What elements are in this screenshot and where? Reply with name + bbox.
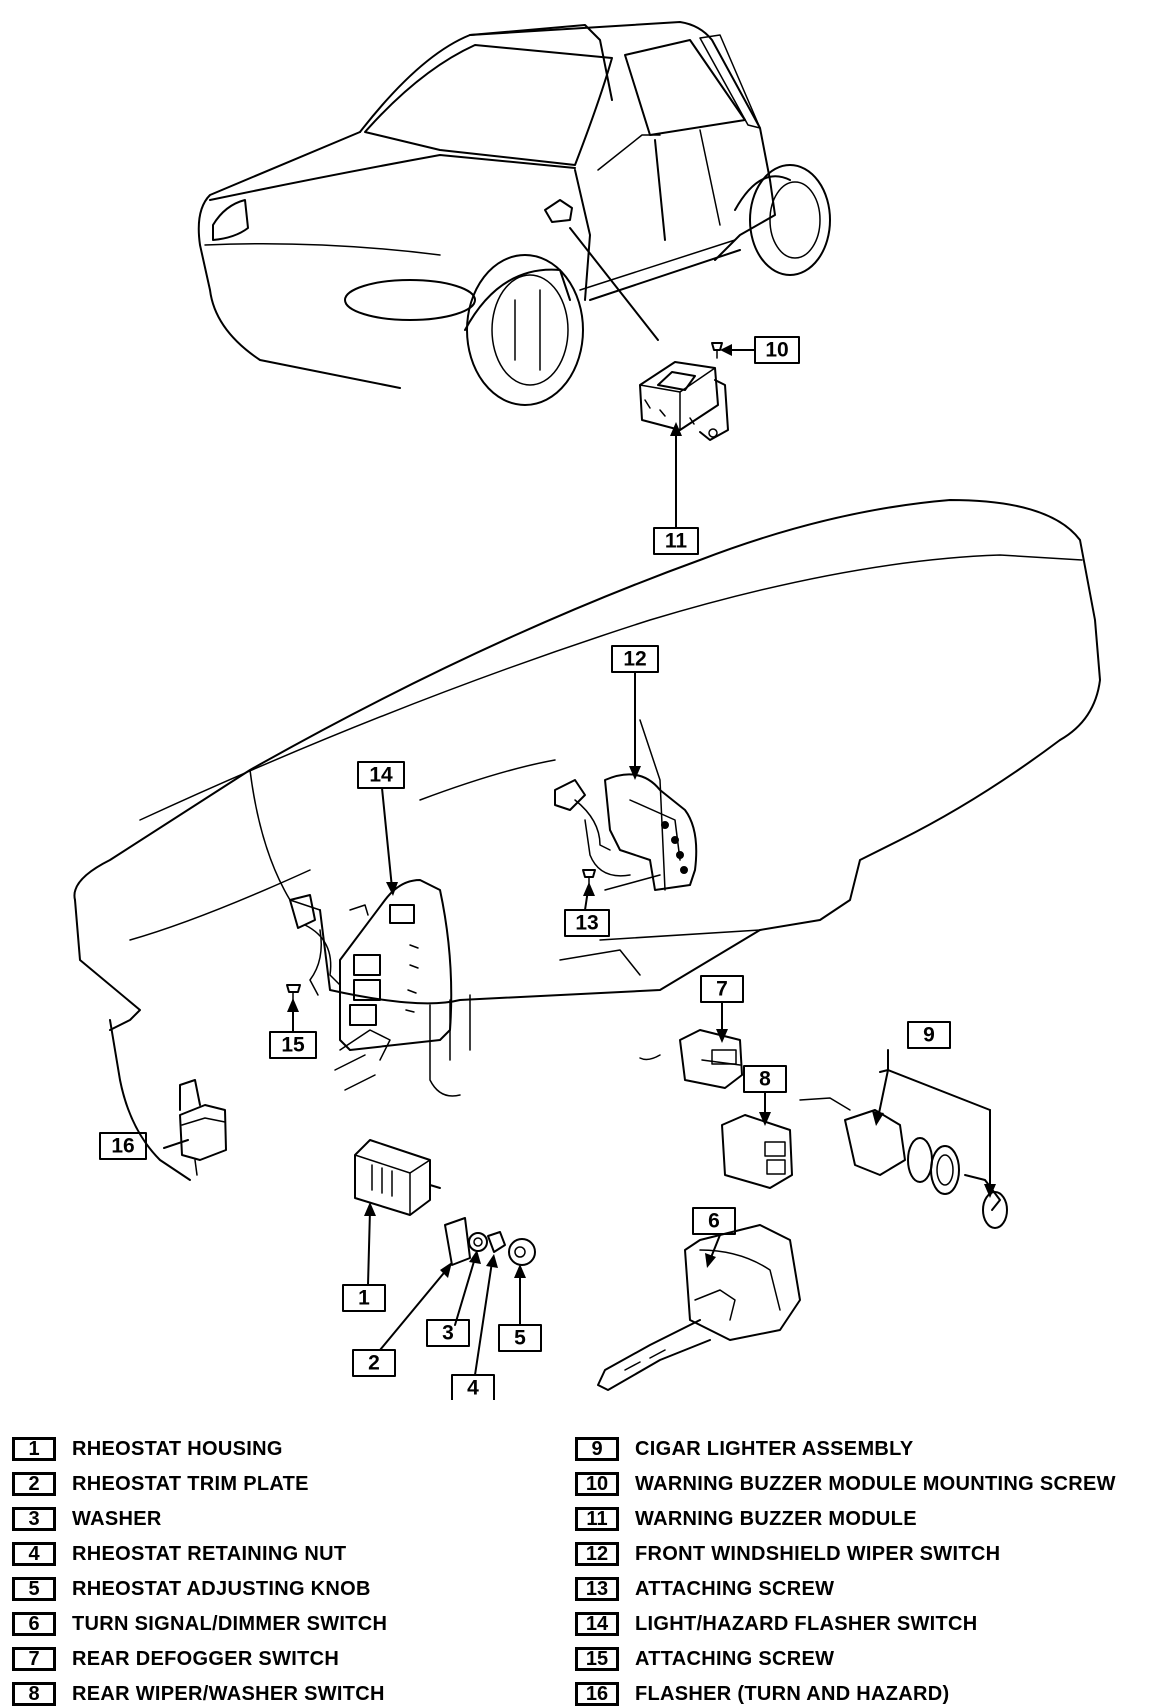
legend-item: 8 REAR WIPER/WASHER SWITCH: [12, 1681, 385, 1707]
exploded-parts-diagram: 10 11 12 14 13 15 7 9 8 16 6 1: [73, 21, 1101, 1400]
legend-label: TURN SIGNAL/DIMMER SWITCH: [72, 1612, 388, 1635]
leader-lines: [163, 344, 996, 1376]
legend-number: 4: [12, 1542, 56, 1566]
svg-text:13: 13: [575, 912, 598, 935]
svg-text:2: 2: [368, 1352, 380, 1375]
legend-label: REAR DEFOGGER SWITCH: [72, 1647, 340, 1670]
legend-number: 12: [575, 1542, 619, 1566]
legend-item: 10 WARNING BUZZER MODULE MOUNTING SCREW: [575, 1471, 1116, 1497]
callout-16: 16: [99, 1132, 147, 1160]
callout-13: 13: [564, 909, 610, 937]
light-hazard-switch-drawing: [286, 879, 453, 1051]
legend-item: 12 FRONT WINDSHIELD WIPER SWITCH: [575, 1541, 1000, 1567]
legend-label: RHEOSTAT HOUSING: [72, 1437, 283, 1460]
svg-text:16: 16: [111, 1135, 134, 1158]
legend-item: 16 FLASHER (TURN AND HAZARD): [575, 1681, 950, 1707]
legend-item: 13 ATTACHING SCREW: [575, 1576, 834, 1602]
callout-5: 5: [498, 1324, 542, 1352]
legend-number: 6: [12, 1612, 56, 1636]
callout-12: 12: [611, 645, 659, 673]
svg-text:7: 7: [716, 978, 728, 1001]
legend-number: 13: [575, 1577, 619, 1601]
svg-text:9: 9: [923, 1024, 935, 1047]
rheostat-drawing: [354, 1139, 536, 1266]
legend-label: LIGHT/HAZARD FLASHER SWITCH: [635, 1612, 978, 1635]
callout-10: 10: [754, 336, 800, 364]
legend-number: 7: [12, 1647, 56, 1671]
svg-text:3: 3: [442, 1322, 454, 1345]
legend-item: 14 LIGHT/HAZARD FLASHER SWITCH: [575, 1611, 978, 1637]
svg-text:11: 11: [665, 530, 688, 553]
dashboard-illustration: [73, 499, 1101, 1181]
svg-text:6: 6: [708, 1210, 720, 1233]
svg-text:12: 12: [623, 648, 646, 671]
svg-text:5: 5: [514, 1327, 526, 1350]
legend-label: WASHER: [72, 1507, 162, 1530]
legend-number: 5: [12, 1577, 56, 1601]
callout-2: 2: [352, 1349, 396, 1377]
callout-15: 15: [269, 1031, 317, 1059]
legend-item: 1 RHEOSTAT HOUSING: [12, 1436, 283, 1462]
legend-label: RHEOSTAT TRIM PLATE: [72, 1472, 309, 1495]
legend-number: 1: [12, 1437, 56, 1461]
callout-11: 11: [653, 527, 699, 555]
legend-number: 16: [575, 1682, 619, 1706]
callout-4: 4: [451, 1374, 495, 1400]
legend-item: 9 CIGAR LIGHTER ASSEMBLY: [575, 1436, 913, 1462]
legend-item: 5 RHEOSTAT ADJUSTING KNOB: [12, 1576, 371, 1602]
legend-item: 15 ATTACHING SCREW: [575, 1646, 834, 1672]
svg-text:8: 8: [759, 1068, 771, 1091]
svg-text:15: 15: [281, 1034, 305, 1057]
legend-label: ATTACHING SCREW: [635, 1577, 835, 1600]
legend-label: CIGAR LIGHTER ASSEMBLY: [635, 1437, 914, 1460]
svg-text:1: 1: [358, 1287, 370, 1310]
legend-label: RHEOSTAT RETAINING NUT: [72, 1542, 347, 1565]
legend-item: 3 WASHER: [12, 1506, 162, 1532]
legend-number: 14: [575, 1612, 619, 1636]
callout-3: 3: [426, 1319, 470, 1347]
svg-text:4: 4: [467, 1377, 479, 1400]
car-illustration: [197, 21, 831, 406]
legend-item: 6 TURN SIGNAL/DIMMER SWITCH: [12, 1611, 387, 1637]
legend-label: FLASHER (TURN AND HAZARD): [635, 1682, 950, 1705]
legend-number: 15: [575, 1647, 619, 1671]
legend-number: 3: [12, 1507, 56, 1531]
parts-legend: 1 RHEOSTAT HOUSING 2 RHEOSTAT TRIM PLATE…: [0, 1430, 1152, 1707]
legend-number: 9: [575, 1437, 619, 1461]
legend-item: 11 WARNING BUZZER MODULE: [575, 1506, 917, 1532]
svg-text:10: 10: [765, 339, 788, 362]
cigar-lighter-drawing: [799, 1097, 1008, 1229]
legend-item: 4 RHEOSTAT RETAINING NUT: [12, 1541, 346, 1567]
rear-defogger-switch-drawing: [639, 1029, 743, 1089]
legend-label: WARNING BUZZER MODULE MOUNTING SCREW: [635, 1472, 1116, 1495]
legend-item: 7 REAR DEFOGGER SWITCH: [12, 1646, 339, 1672]
rear-wiper-switch-drawing: [721, 1114, 793, 1189]
legend-item: 2 RHEOSTAT TRIM PLATE: [12, 1471, 309, 1497]
legend-label: RHEOSTAT ADJUSTING KNOB: [72, 1577, 371, 1600]
legend-label: ATTACHING SCREW: [635, 1647, 835, 1670]
wiper-switch-drawing: [554, 773, 698, 891]
callout-6: 6: [692, 1207, 736, 1235]
callout-8: 8: [743, 1065, 787, 1093]
legend-number: 2: [12, 1472, 56, 1496]
legend-label: WARNING BUZZER MODULE: [635, 1507, 917, 1530]
callout-9: 9: [907, 1021, 951, 1049]
flasher-drawing: [179, 1079, 227, 1176]
svg-text:14: 14: [369, 764, 393, 787]
legend-label: FRONT WINDSHIELD WIPER SWITCH: [635, 1542, 1001, 1565]
legend-number: 10: [575, 1472, 619, 1496]
turn-signal-switch-drawing: [597, 1224, 801, 1391]
warning-buzzer-module-drawing: [639, 342, 729, 441]
legend-label: REAR WIPER/WASHER SWITCH: [72, 1682, 385, 1705]
callout-7: 7: [700, 975, 744, 1003]
callout-14: 14: [357, 761, 405, 789]
callout-1: 1: [342, 1284, 386, 1312]
legend-number: 8: [12, 1682, 56, 1706]
legend-number: 11: [575, 1507, 619, 1531]
